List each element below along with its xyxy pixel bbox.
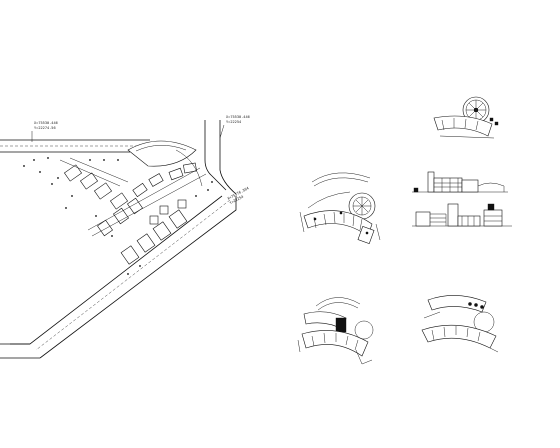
coord-label-2: X=75530.446 Y=22254	[219, 115, 250, 139]
upper-arc	[311, 172, 371, 183]
diagonal-road-outer	[39, 196, 237, 359]
svg-text:X=75530.446: X=75530.446	[34, 121, 58, 125]
third-floor-plan	[421, 295, 499, 353]
roof-plan	[433, 96, 499, 139]
roof-wing	[433, 115, 493, 137]
svg-text:Y=22254: Y=22254	[229, 195, 244, 206]
svg-text:Y=22274.56: Y=22274.56	[34, 126, 56, 130]
elevations	[412, 171, 512, 227]
second-floor-plan	[297, 297, 374, 365]
housing-blocks	[59, 149, 207, 265]
upper-block-3	[427, 295, 487, 313]
diagonal-road-centerline	[35, 199, 231, 351]
plaza-arc-inner	[135, 145, 187, 152]
site-plan: X=75530.446 Y=22274.56 X=75530.446 Y=222…	[0, 115, 250, 359]
stair-block	[335, 317, 347, 333]
road-edge-right	[204, 120, 237, 195]
diagonal-road-inner	[10, 195, 223, 345]
road-edge-top	[0, 139, 150, 153]
road-edge-bottom	[0, 343, 40, 359]
first-floor-plan	[299, 172, 381, 245]
coord-label-1: X=75530.446 Y=22274.56	[31, 121, 58, 142]
svg-text:Y=22254: Y=22254	[226, 120, 241, 124]
upper-arc-2	[315, 297, 361, 307]
plaza-arc	[127, 140, 197, 167]
svg-text:X=75530.446: X=75530.446	[226, 115, 250, 119]
curved-wing-2	[301, 330, 369, 357]
site-trees	[23, 157, 213, 275]
